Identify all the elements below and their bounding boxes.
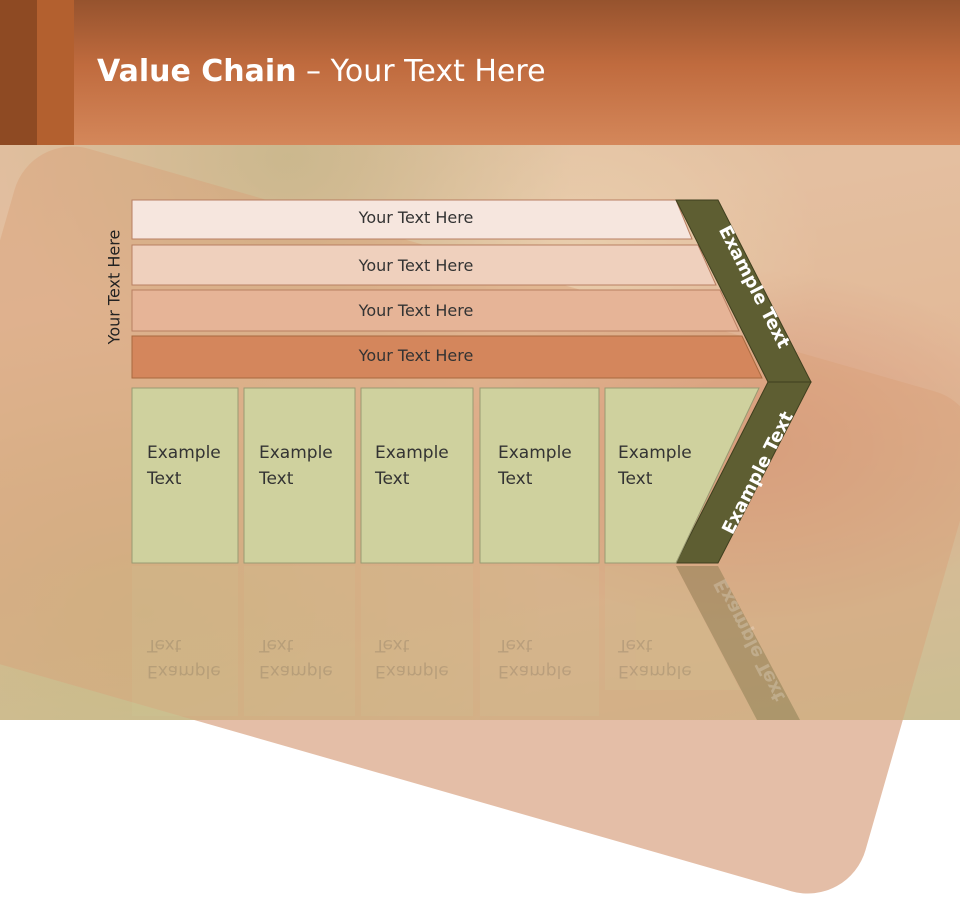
header-accent-dark [0,0,37,145]
title-bold: Value Chain [97,54,297,89]
chevron-lower[interactable] [675,381,812,564]
slide-title[interactable]: Value Chain – Your Text Here [97,54,546,89]
header-band: Value Chain – Your Text Here [0,0,960,145]
support-row-4-label: Your Text Here [358,346,474,365]
support-row-1-label: Your Text Here [358,208,474,227]
support-row-3[interactable] [131,289,740,332]
support-row-2-label: Your Text Here [358,256,474,275]
primary-box-3[interactable] [360,387,474,564]
primary-box-1[interactable] [131,387,239,564]
primary-box-2[interactable] [243,387,356,564]
support-row-2[interactable] [131,244,717,286]
support-row-1[interactable] [131,199,693,240]
support-row-4[interactable] [131,335,763,379]
support-row-3-label: Your Text Here [358,301,474,320]
value-chain-diagram [131,199,812,720]
title-rest: – Your Text Here [296,54,546,89]
reflection [132,566,740,716]
primary-box-5[interactable] [604,387,760,564]
header-accent-light [37,0,74,145]
primary-box-4[interactable] [479,387,600,564]
chevron-reflection [676,566,800,720]
